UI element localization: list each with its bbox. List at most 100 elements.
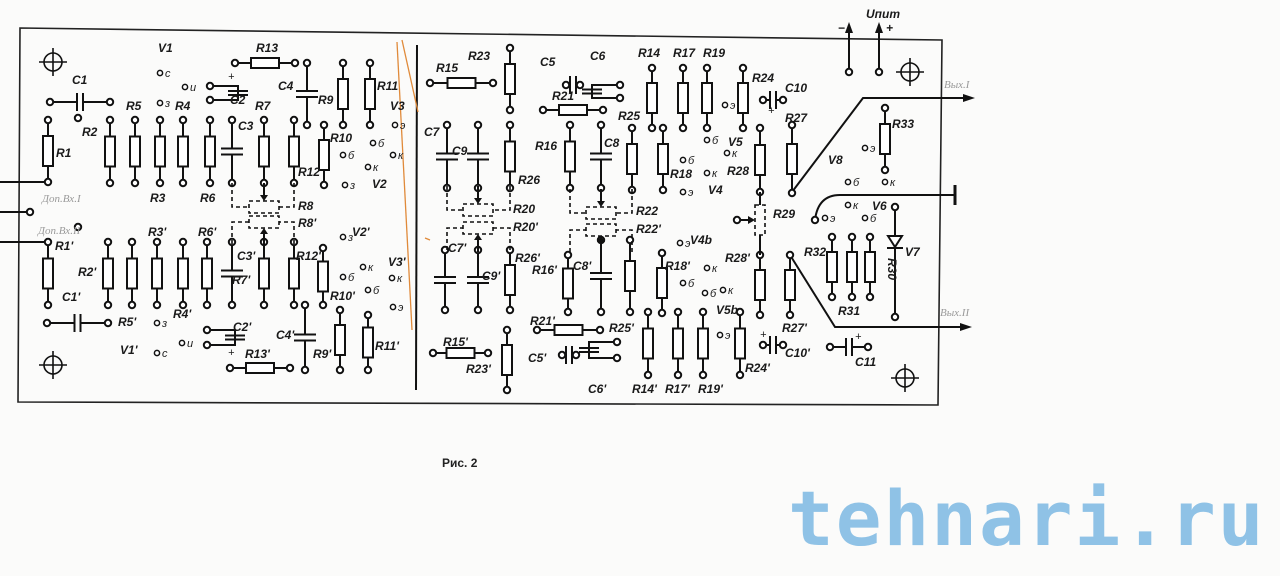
transistor-pin: э [676,238,691,250]
solder-pad [338,58,348,68]
designator-r5: R5 [126,99,142,113]
designator-r28p: R28' [725,251,751,265]
resistor [42,120,54,182]
polarity-plus: + [768,105,775,117]
transistor-pin: с [156,68,171,80]
pin-letter: и [187,338,193,350]
designator-r16: R16 [535,139,557,153]
solder-pad [43,300,53,310]
resistor [177,120,189,183]
pin-letter: с [162,348,168,360]
pin-letter: б [710,288,717,300]
resistor [104,120,116,183]
solder-pad [178,115,188,125]
designator-r8: R8 [298,199,314,213]
mounting-hole-icon [39,351,67,379]
solder-pad [442,120,452,130]
terminal-label-aux-in-1: Доп.Вх.I [41,193,82,205]
designator-c9: C9 [452,144,468,158]
transistor-pin: з [153,318,167,330]
resistor [504,125,516,188]
solder-pad [615,93,625,103]
pin-letter: э [725,330,731,342]
solder-pad [103,237,113,247]
designator-r15: R15 [436,61,458,75]
transistor-pin: к [719,285,734,297]
solder-pad [43,115,53,125]
solder-pad [505,120,515,130]
designator-r26: R26 [518,173,540,187]
resistor [151,242,163,305]
solder-pad [702,123,712,133]
designator-r10: R10 [330,131,352,145]
solder-pad [647,123,657,133]
solder-pad [25,207,35,217]
transistor-pin: б [339,150,355,162]
resistor [288,242,300,305]
solder-pad [319,180,329,190]
solder-pad [657,308,667,318]
solder-pad [155,115,165,125]
designator-r23: R23 [468,49,490,63]
solder-pad [673,307,683,317]
capacitor [296,63,318,125]
designator-c11: C11 [855,355,876,369]
designator-c5p: C5' [528,351,547,365]
solder-pad [738,63,748,73]
pin-letter: э [730,100,736,112]
resistor [334,310,346,370]
ground-bus [415,44,418,391]
designator-v1p: V1' [120,343,139,357]
pin-letter: к [853,200,859,212]
designator-v4p: V4b [690,233,712,247]
solder-pad [615,80,625,90]
designator-r6: R6 [200,191,216,205]
solder-pad [202,325,212,335]
designator-r2: R2 [82,125,98,139]
designator-v6: V6 [872,199,887,213]
solder-pad [825,342,835,352]
designator-r29: R29 [773,207,795,221]
solder-pad [678,63,688,73]
transistor-pin: э [861,143,876,155]
resistor [501,330,513,390]
resistor [826,237,838,297]
terminal-label-out-2: Вых.II [940,307,970,319]
solder-pad [300,300,310,310]
transistor-pin: к [364,162,379,174]
solder-pad [625,307,635,317]
solder-pad [130,115,140,125]
designator-v2p: V2' [352,225,371,239]
transistor-pin: к [388,273,403,285]
designator-r15p: R15' [443,335,469,349]
designator-c1p: C1' [62,290,81,304]
pin-letter: к [890,177,896,189]
terminal-label-supply: Uпит [866,7,900,21]
resistor [433,347,488,359]
pin-letter: з [347,232,353,244]
solder-pad [643,307,653,317]
solder-pad [425,78,435,88]
solder-pad [205,178,215,188]
solder-pad [647,63,657,73]
capacitor [221,120,243,183]
solder-pad [440,305,450,315]
diode [886,207,904,317]
arrows [845,22,975,331]
solder-pad [302,120,312,130]
designator-r2p: R2' [78,265,97,279]
solder-pad [428,348,438,358]
solder-pad [130,178,140,188]
designator-r27: R27 [785,111,808,125]
solder-pad [658,185,668,195]
designator-r4p: R4' [173,307,192,321]
designator-c3p: C3' [237,249,256,263]
solder-pad [738,123,748,133]
solder-pad [890,202,900,212]
solder-pad [505,305,515,315]
solder-pad [205,81,215,91]
solder-pad [658,123,668,133]
solder-pad [758,340,768,350]
solder-pad [874,67,884,77]
